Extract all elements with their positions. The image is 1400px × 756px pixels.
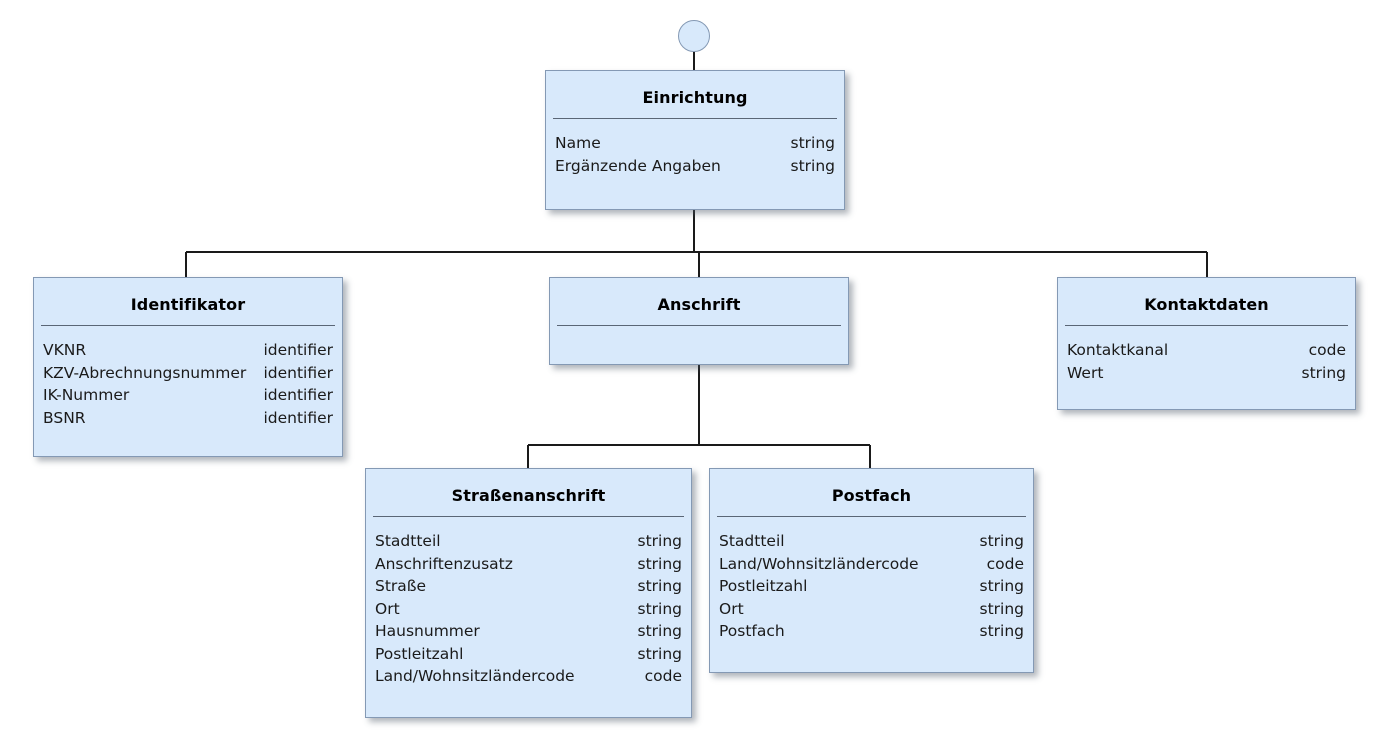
class-divider bbox=[1065, 325, 1348, 326]
attribute-list-postfach: Stadtteil string Land/Wohnsitzländercode… bbox=[710, 517, 1033, 653]
class-box-kontaktdaten[interactable]: Kontaktdaten Kontaktkanal code Wert stri… bbox=[1057, 277, 1356, 410]
attribute-type: identifier bbox=[263, 408, 333, 427]
attribute-row: KZV-Abrechnungsnummer identifier bbox=[43, 362, 333, 385]
class-box-identifikator[interactable]: Identifikator VKNR identifier KZV-Abrech… bbox=[33, 277, 343, 457]
attribute-row: Anschriftenzusatz string bbox=[375, 553, 682, 576]
class-box-strassenanschrift[interactable]: Straßenanschrift Stadtteil string Anschr… bbox=[365, 468, 692, 718]
attribute-name: BSNR bbox=[43, 408, 86, 427]
attribute-name: VKNR bbox=[43, 341, 87, 359]
attribute-type: string bbox=[637, 622, 683, 640]
attribute-name: Postleitzahl bbox=[375, 644, 464, 663]
class-divider bbox=[717, 516, 1026, 517]
class-box-anschrift[interactable]: Anschrift bbox=[549, 277, 849, 365]
root-start-node-circle[interactable] bbox=[678, 20, 710, 52]
class-title-anschrift: Anschrift bbox=[657, 295, 741, 314]
attribute-name: Straße bbox=[375, 577, 427, 595]
attribute-type: code bbox=[644, 667, 682, 685]
class-title-einrichtung: Einrichtung bbox=[642, 88, 748, 107]
attribute-type: string bbox=[979, 622, 1025, 640]
attribute-name: Postleitzahl bbox=[719, 577, 808, 595]
attribute-name: Ort bbox=[375, 599, 400, 618]
attribute-row: VKNR identifier bbox=[43, 339, 333, 362]
attribute-name: Ort bbox=[719, 599, 744, 618]
attribute-name: Stadtteil bbox=[719, 532, 785, 550]
attribute-type: string bbox=[637, 599, 683, 618]
attribute-list-kontaktdaten: Kontaktkanal code Wert string bbox=[1058, 326, 1355, 394]
attribute-type: code bbox=[986, 554, 1024, 573]
attribute-row: Postfach string bbox=[719, 620, 1024, 643]
attribute-row: Name string bbox=[555, 132, 835, 155]
attribute-name: Anschriftenzusatz bbox=[375, 554, 513, 573]
attribute-row: Land/Wohnsitzländercode code bbox=[375, 665, 682, 688]
class-divider bbox=[553, 118, 837, 119]
attribute-row: Kontaktkanal code bbox=[1067, 339, 1346, 362]
attribute-name: Postfach bbox=[719, 622, 785, 640]
attribute-row: Stadtteil string bbox=[375, 530, 682, 553]
attribute-name: Ergänzende Angaben bbox=[555, 156, 721, 175]
attribute-name: Hausnummer bbox=[375, 622, 480, 640]
attribute-row: Postleitzahl string bbox=[719, 575, 1024, 598]
attribute-list-einrichtung: Name string Ergänzende Angaben string bbox=[546, 119, 844, 187]
attribute-name: Land/Wohnsitzländercode bbox=[375, 667, 575, 685]
attribute-name: Kontaktkanal bbox=[1067, 341, 1169, 359]
attribute-type: string bbox=[979, 577, 1025, 595]
attribute-type: string bbox=[637, 554, 683, 573]
attribute-row: Ort string bbox=[719, 598, 1024, 621]
class-divider bbox=[373, 516, 684, 517]
attribute-type: string bbox=[979, 599, 1025, 618]
attribute-type: string bbox=[637, 577, 683, 595]
attribute-name: IK-Nummer bbox=[43, 386, 130, 404]
attribute-name: KZV-Abrechnungsnummer bbox=[43, 363, 247, 382]
attribute-type: string bbox=[637, 644, 683, 663]
attribute-row: Ergänzende Angaben string bbox=[555, 155, 835, 178]
attribute-row: Land/Wohnsitzländercode code bbox=[719, 553, 1024, 576]
attribute-name: Land/Wohnsitzländercode bbox=[719, 554, 919, 573]
attribute-name: Wert bbox=[1067, 363, 1104, 382]
attribute-list-anschrift bbox=[550, 326, 848, 372]
attribute-type: string bbox=[979, 532, 1025, 550]
class-box-postfach[interactable]: Postfach Stadtteil string Land/Wohnsitzl… bbox=[709, 468, 1034, 673]
attribute-name: Stadtteil bbox=[375, 532, 441, 550]
class-title-postfach: Postfach bbox=[831, 486, 912, 505]
attribute-name: Name bbox=[555, 134, 601, 152]
attribute-type: code bbox=[1308, 341, 1346, 359]
class-title-kontaktdaten: Kontaktdaten bbox=[1144, 295, 1269, 314]
attribute-type: string bbox=[790, 134, 836, 152]
attribute-row: Ort string bbox=[375, 598, 682, 621]
attribute-row: Stadtteil string bbox=[719, 530, 1024, 553]
class-title-identifikator: Identifikator bbox=[130, 295, 246, 314]
attribute-type: identifier bbox=[263, 363, 333, 382]
class-title-strassenanschrift: Straßenanschrift bbox=[451, 486, 606, 505]
class-divider bbox=[41, 325, 335, 326]
attribute-row: Postleitzahl string bbox=[375, 643, 682, 666]
attribute-list-identifikator: VKNR identifier KZV-Abrechnungsnummer id… bbox=[34, 326, 342, 439]
attribute-list-strassenanschrift: Stadtteil string Anschriftenzusatz strin… bbox=[366, 517, 691, 698]
attribute-type: string bbox=[637, 532, 683, 550]
attribute-type: string bbox=[1301, 363, 1347, 382]
class-divider bbox=[557, 325, 841, 326]
attribute-type: string bbox=[790, 156, 836, 175]
attribute-row: Wert string bbox=[1067, 362, 1346, 385]
attribute-row: Hausnummer string bbox=[375, 620, 682, 643]
attribute-row: IK-Nummer identifier bbox=[43, 384, 333, 407]
attribute-row: BSNR identifier bbox=[43, 407, 333, 430]
attribute-type: identifier bbox=[263, 341, 333, 359]
attribute-type: identifier bbox=[263, 386, 333, 404]
class-box-einrichtung[interactable]: Einrichtung Name string Ergänzende Angab… bbox=[545, 70, 845, 210]
attribute-row: Straße string bbox=[375, 575, 682, 598]
